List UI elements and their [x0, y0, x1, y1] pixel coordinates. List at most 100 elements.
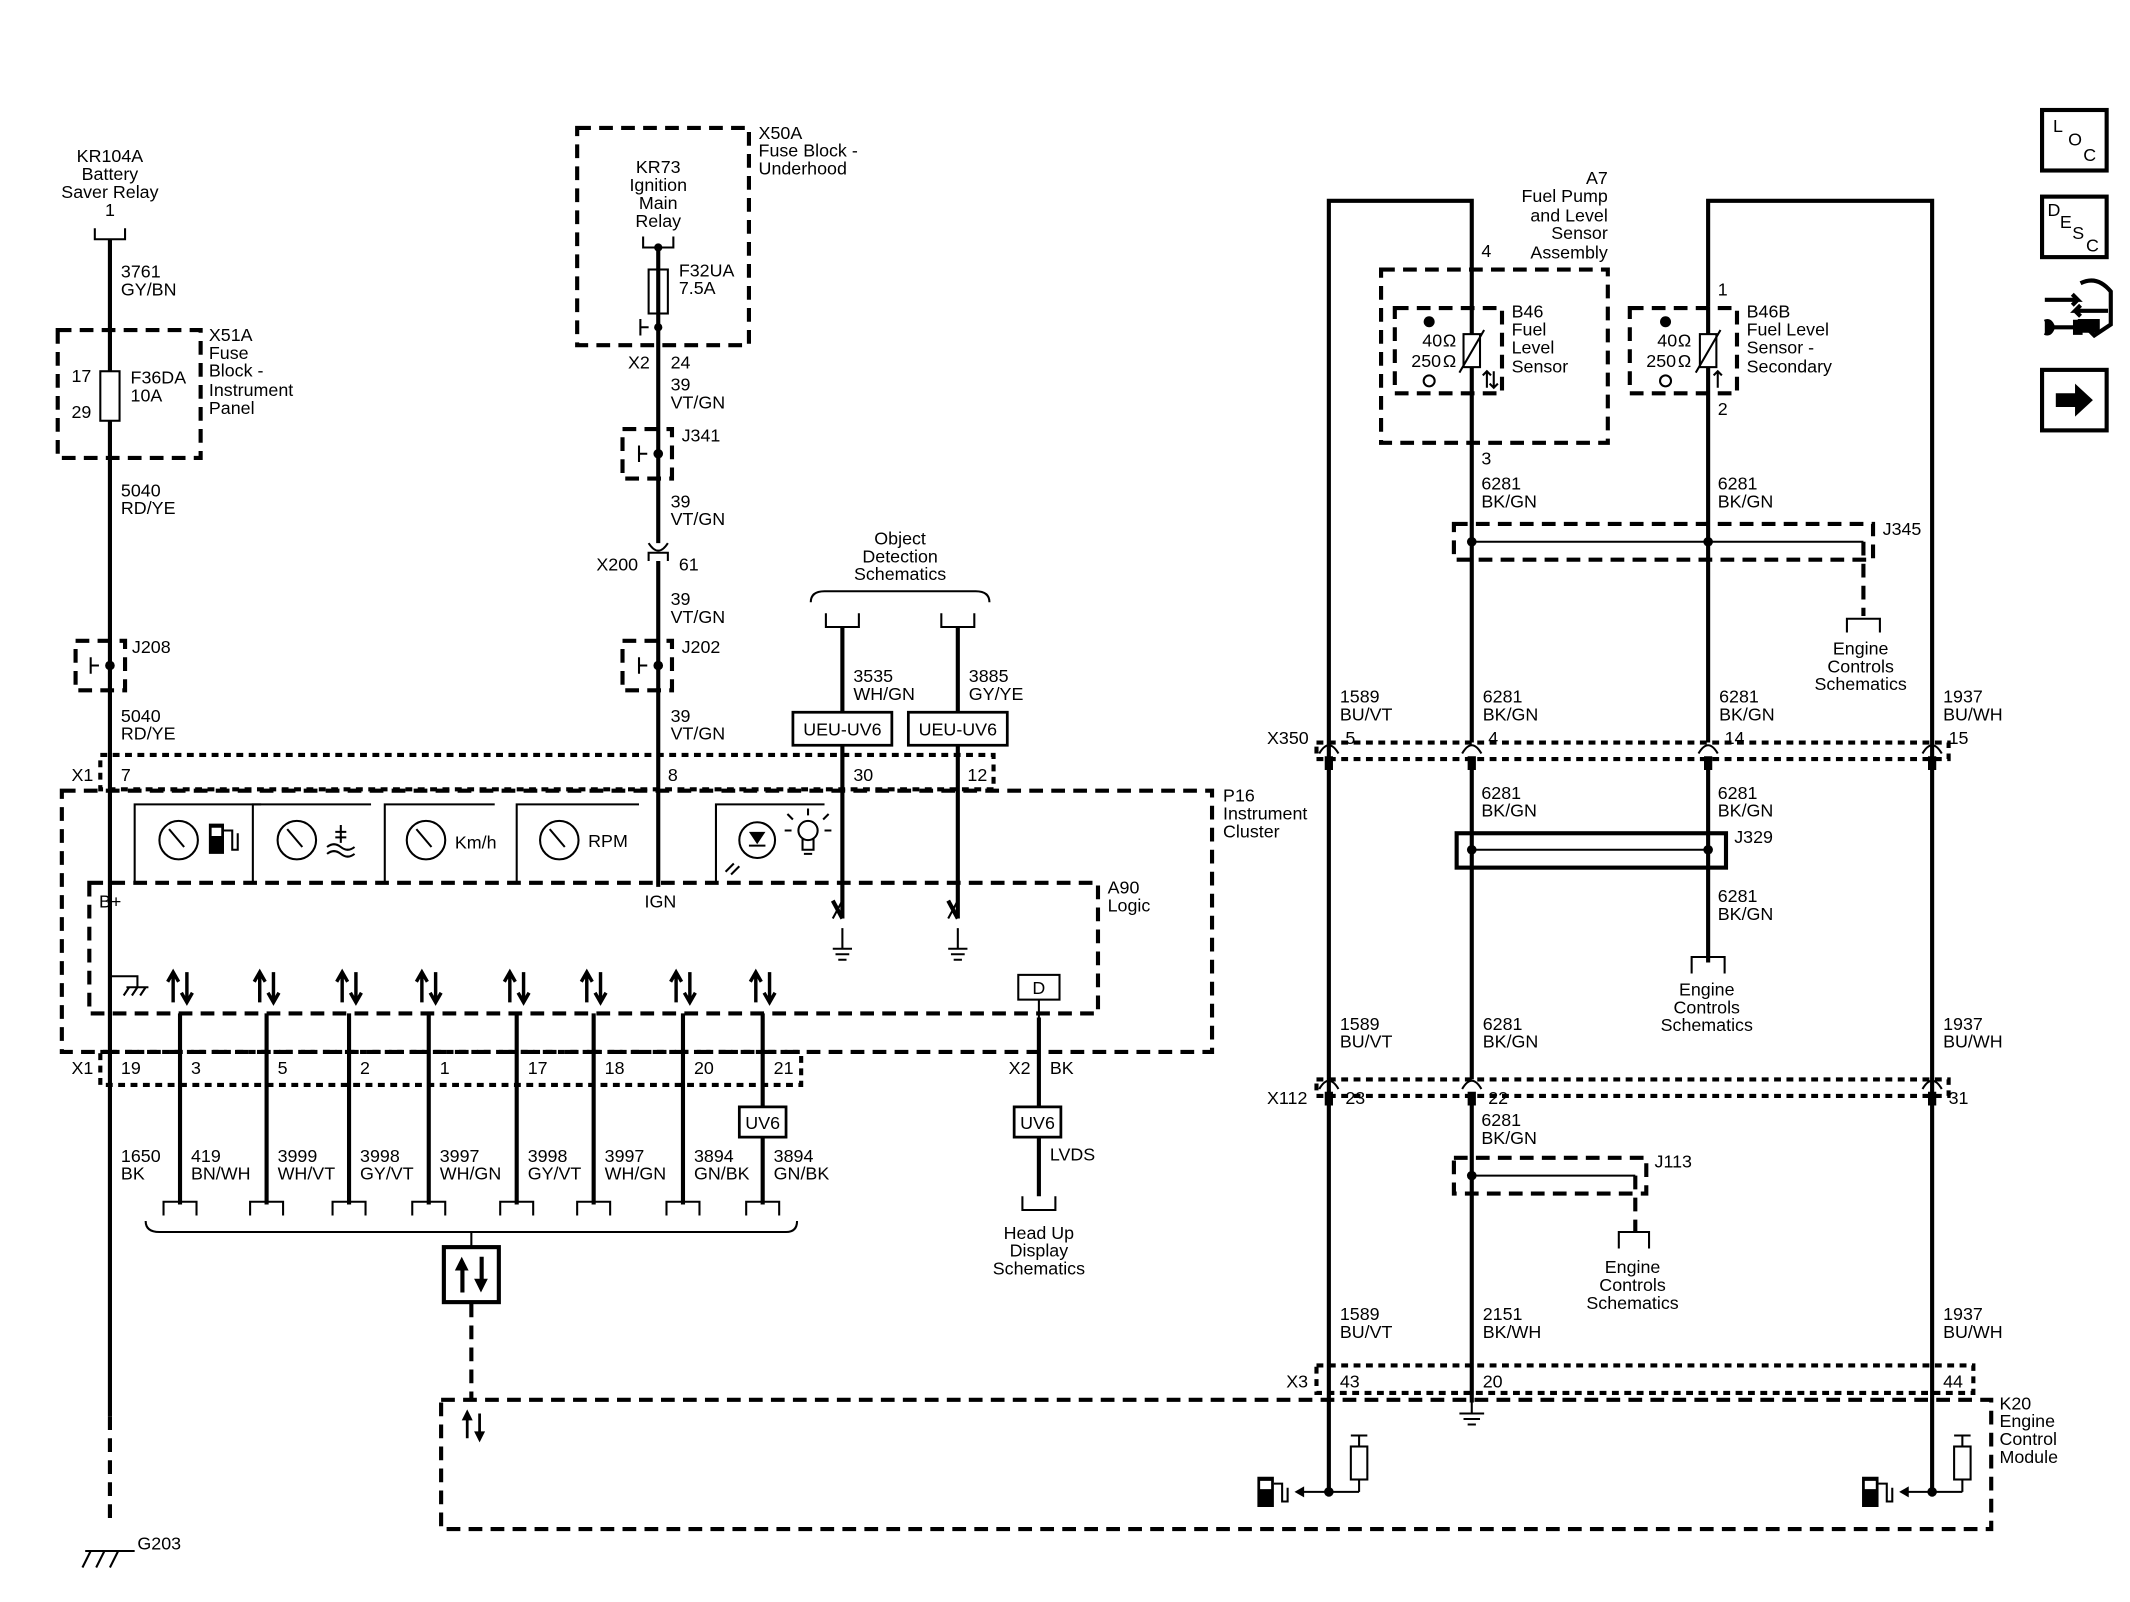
- wire-color: BK/GN: [1483, 704, 1539, 724]
- relay-label-2: Saver Relay: [61, 182, 158, 202]
- wire-number: 3997: [440, 1146, 480, 1166]
- kr73-id: KR73: [636, 157, 681, 177]
- wire-39a-color: VT/GN: [671, 392, 726, 412]
- splice-j113-label: J113: [1655, 1151, 1692, 1171]
- instrument-cluster: X1 7 8 30 12 P16 Instrument Cluster Km/h…: [59, 752, 1307, 1400]
- wire-3761-num: 3761: [121, 262, 161, 282]
- x1-pin-8: 8: [668, 765, 678, 785]
- b46-ohm-40: 40: [1422, 330, 1442, 350]
- ec3-label-2: Controls: [1599, 1275, 1666, 1295]
- wire-color: WH/VT: [278, 1164, 336, 1184]
- ec3-label-3: Schematics: [1586, 1293, 1678, 1313]
- x1-pin-7: 7: [121, 765, 131, 785]
- desc-letter-e: E: [2060, 212, 2072, 232]
- wire-39a-num: 39: [671, 374, 691, 394]
- uv6-left-box: [737, 1105, 788, 1139]
- b46-label-1: Fuel: [1512, 319, 1547, 339]
- b46b-label-1: Fuel Level: [1747, 319, 1829, 339]
- wire-terminal: [665, 1200, 701, 1216]
- x1-bottom-pin: 3: [191, 1058, 201, 1078]
- wire-color: BU/WH: [1943, 704, 2003, 724]
- wire-terminal: [576, 1200, 612, 1216]
- bidirectional-arrow-icon: [414, 968, 443, 1006]
- bidirectional-arrow-icon: [335, 968, 363, 1006]
- connector-pin-body: [1928, 1091, 1937, 1106]
- ec2-label-1: Engine: [1679, 979, 1735, 999]
- next-arrow-icon[interactable]: [2039, 367, 2109, 433]
- connector-icon[interactable]: [2043, 278, 2113, 339]
- x2-pin: 24: [671, 352, 691, 372]
- splice-j208-symbol: [89, 657, 99, 674]
- display-icon-label: D: [1032, 978, 1045, 998]
- connector-pin-symbol: [1697, 744, 1719, 755]
- relay-pin: 1: [105, 200, 115, 220]
- ecm-fuel-input-right: [1899, 1434, 1972, 1498]
- connector-pin-symbol: [1318, 1079, 1340, 1090]
- uv6-right-box: [1012, 1105, 1063, 1139]
- x1-connector-bottom: [98, 1049, 804, 1087]
- wire-number: 1589: [1340, 1014, 1380, 1034]
- hud-label-3: Schematics: [993, 1259, 1085, 1279]
- wire-number: 1937: [1943, 1304, 1983, 1324]
- bidirectional-arrow-icon: [252, 968, 281, 1006]
- x1-bottom-pin: 21: [774, 1058, 794, 1078]
- a7-assembly-outline: [1379, 267, 1610, 445]
- fuse-pin-17: 17: [71, 366, 91, 386]
- wire-3761-color: GY/BN: [121, 280, 177, 300]
- wire-color: BU/VT: [1340, 1032, 1393, 1052]
- b46b-ohm-40-unit: Ω: [1678, 330, 1691, 350]
- speedometer-label: Km/h: [455, 832, 497, 852]
- w6281c-num: 6281: [1718, 886, 1758, 906]
- fuse-block-id: X51A: [209, 325, 253, 345]
- led-triangle-icon: [748, 831, 766, 845]
- wire-color: BK/WH: [1483, 1322, 1542, 1342]
- wire-1937-loop: [1706, 198, 1935, 1492]
- desc-button[interactable]: D E S C: [2039, 194, 2109, 260]
- wire-terminal: [745, 1200, 781, 1216]
- battery-feed-circuit: KR104A Battery Saver Relay 1 3761 GY/BN …: [55, 146, 293, 1568]
- splice-j208-dot: [105, 660, 115, 671]
- cluster-bottom-wires: 1650BK419BN/WH3999WH/VT3998GY/VT3997WH/G…: [121, 1013, 829, 1216]
- od-title-3: Schematics: [854, 564, 946, 584]
- loc-button[interactable]: L O C: [2039, 107, 2109, 173]
- wire-5040b-num: 5040: [121, 706, 161, 726]
- wire-1589-loop: [1326, 198, 1474, 1492]
- data-arrows: [166, 968, 777, 1006]
- kr73-label-2: Main: [639, 193, 678, 213]
- splice-j345-box: [1451, 521, 1876, 562]
- desc-letter-s: S: [2072, 223, 2084, 243]
- connector-pin: 43: [1340, 1371, 1360, 1391]
- fuse-block-label-1: Fuse: [209, 343, 249, 363]
- j345-dot-left: [1466, 536, 1477, 547]
- b46-label-3: Sensor: [1512, 357, 1569, 377]
- x1-bottom-pin: 2: [360, 1058, 370, 1078]
- uv6-right-label: UV6: [1020, 1113, 1055, 1133]
- wire-3885-color: GY/YE: [969, 684, 1024, 704]
- ec1-label-3: Schematics: [1815, 674, 1907, 694]
- b46-ohm-40-unit: Ω: [1443, 330, 1456, 350]
- fuse-block-label-4: Panel: [209, 398, 255, 418]
- b46b-pin-2: 2: [1718, 399, 1728, 419]
- connector-pin-symbol: [1461, 1079, 1483, 1090]
- x2-terminal: [639, 319, 649, 336]
- a7-label-1: Fuel Pump: [1521, 186, 1607, 206]
- x1-bottom-pin: 18: [605, 1058, 625, 1078]
- wire-terminal: [411, 1200, 447, 1216]
- x1-pin-30: 30: [853, 765, 873, 785]
- od-left-switch: [830, 899, 845, 920]
- b46b-full-icon: [1660, 316, 1672, 328]
- wire-color: BK: [121, 1164, 145, 1184]
- ecm-id: K20: [1999, 1393, 2031, 1413]
- connector-pin: 44: [1943, 1371, 1963, 1391]
- wire-number: 1650: [121, 1146, 161, 1166]
- b46b-updown-icon: [1712, 369, 1723, 388]
- gauge-speed-needle: [415, 828, 433, 848]
- wire-5040-color: RD/YE: [121, 498, 176, 518]
- wire-color: BU/WH: [1943, 1322, 2003, 1342]
- bx350-left-num: 6281: [1481, 783, 1521, 803]
- cluster-label-1: Instrument: [1223, 803, 1307, 823]
- logic-label: Logic: [1108, 896, 1151, 916]
- b46-empty-icon: [1422, 374, 1436, 388]
- bidirectional-arrow-icon: [669, 968, 697, 1006]
- b46-wiper: [1458, 329, 1486, 374]
